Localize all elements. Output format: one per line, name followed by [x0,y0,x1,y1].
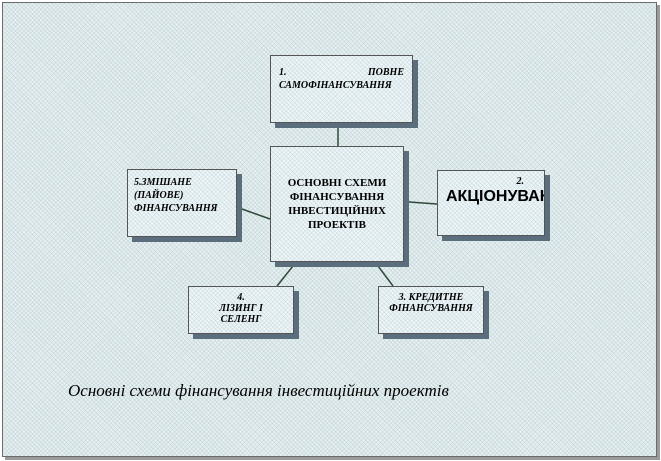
node-center: ОСНОВНІ СХЕМИ ФІНАНСУВАННЯ ІНВЕСТИЦІЙНИХ… [270,146,404,262]
center-line-3: ІНВЕСТИЦІЙНИХ [288,205,386,217]
node-5-line3: ФІНАНСУВАННЯ [134,203,218,214]
connector-center-to-3 [377,265,394,287]
node-credit-financing: 3. КРЕДИТНЕ ФІНАНСУВАННЯ [378,286,484,334]
node-1-title-part2: САМОФІНАНСУВАННЯ [279,80,392,91]
node-3-number-title: 3. КРЕДИТНЕ [398,292,464,303]
center-line-4: ПРОЕКТІВ [307,219,367,231]
center-line-1: ОСНОВНІ СХЕМИ [287,177,387,189]
node-3-title2: ФІНАНСУВАННЯ [389,303,473,314]
node-4-title2: СЕЛЕНГ [220,314,262,325]
connector-center-to-5 [241,208,271,220]
node-mixed-financing: 5.ЗМІШАНЕ (ПАЙОВЕ) ФІНАНСУВАННЯ [127,169,237,237]
node-1-number: 1. [279,67,287,78]
node-4-number: 4. [237,292,245,303]
node-shareholding: 2. АКЦІОНУВАННЯ [437,170,545,236]
node-5-line2: (ПАЙОВЕ) [134,190,184,201]
diagram-caption: Основні схеми фінансування інвестиційних… [68,381,449,400]
connector-center-to-4 [276,265,294,287]
node-1-title-part1: ПОВНЕ [367,67,404,78]
node-4-title1: ЛІЗИНГ І [219,303,263,314]
node-2-title: АКЦІОНУВАННЯ [446,188,544,205]
node-5-line1: 5.ЗМІШАНЕ [134,177,192,188]
connector-center-to-2 [408,201,438,205]
node-self-financing: 1. ПОВНЕ САМОФІНАНСУВАННЯ [270,55,413,123]
node-2-number: 2. [516,176,525,187]
node-leasing: 4. ЛІЗИНГ І СЕЛЕНГ [188,286,294,334]
center-line-2: ФІНАНСУВАННЯ [289,191,385,203]
